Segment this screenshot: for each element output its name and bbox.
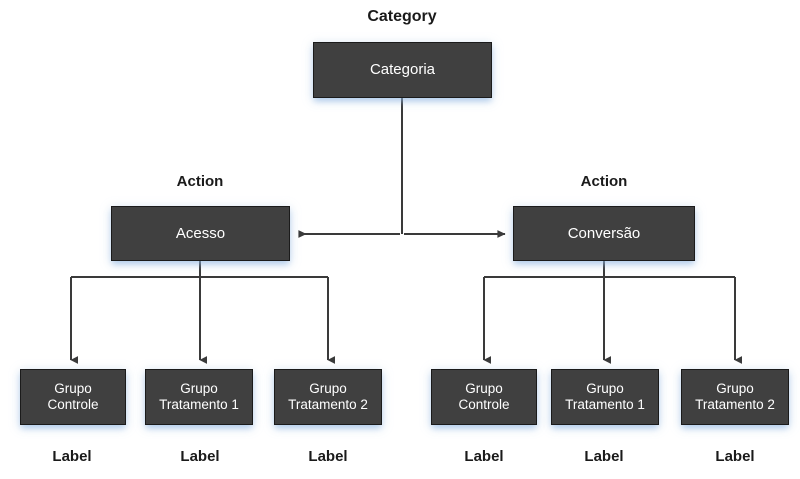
caption-label-right-3: Label — [715, 448, 755, 465]
node-right-grupo-tratamento-2-label: Grupo Tratamento 2 — [695, 381, 775, 412]
node-right-grupo-controle[interactable]: Grupo Controle — [431, 369, 537, 425]
caption-category: Category — [367, 8, 437, 25]
node-left-grupo-tratamento-2-label: Grupo Tratamento 2 — [288, 381, 368, 412]
node-left-grupo-tratamento-1[interactable]: Grupo Tratamento 1 — [145, 369, 253, 425]
node-acesso[interactable]: Acesso — [111, 206, 290, 261]
caption-label-left-2: Label — [180, 448, 220, 465]
node-left-grupo-tratamento-1-label: Grupo Tratamento 1 — [159, 381, 239, 412]
node-right-grupo-controle-label: Grupo Controle — [458, 381, 510, 412]
node-right-grupo-tratamento-2[interactable]: Grupo Tratamento 2 — [681, 369, 789, 425]
node-acesso-label: Acesso — [175, 224, 226, 242]
caption-label-right-1: Label — [464, 448, 504, 465]
node-conversao-label: Conversão — [567, 224, 641, 242]
node-right-grupo-tratamento-1[interactable]: Grupo Tratamento 1 — [551, 369, 659, 425]
node-left-grupo-controle-label: Grupo Controle — [47, 381, 99, 412]
node-right-grupo-tratamento-1-label: Grupo Tratamento 1 — [565, 381, 645, 412]
node-categoria-label: Categoria — [369, 61, 436, 79]
node-categoria[interactable]: Categoria — [313, 42, 492, 98]
caption-action-left: Action — [176, 173, 224, 190]
caption-label-left-1: Label — [52, 448, 92, 465]
node-conversao[interactable]: Conversão — [513, 206, 695, 261]
caption-action-right: Action — [580, 173, 628, 190]
node-left-grupo-tratamento-2[interactable]: Grupo Tratamento 2 — [274, 369, 382, 425]
caption-label-left-3: Label — [308, 448, 348, 465]
node-left-grupo-controle[interactable]: Grupo Controle — [20, 369, 126, 425]
caption-label-right-2: Label — [584, 448, 624, 465]
